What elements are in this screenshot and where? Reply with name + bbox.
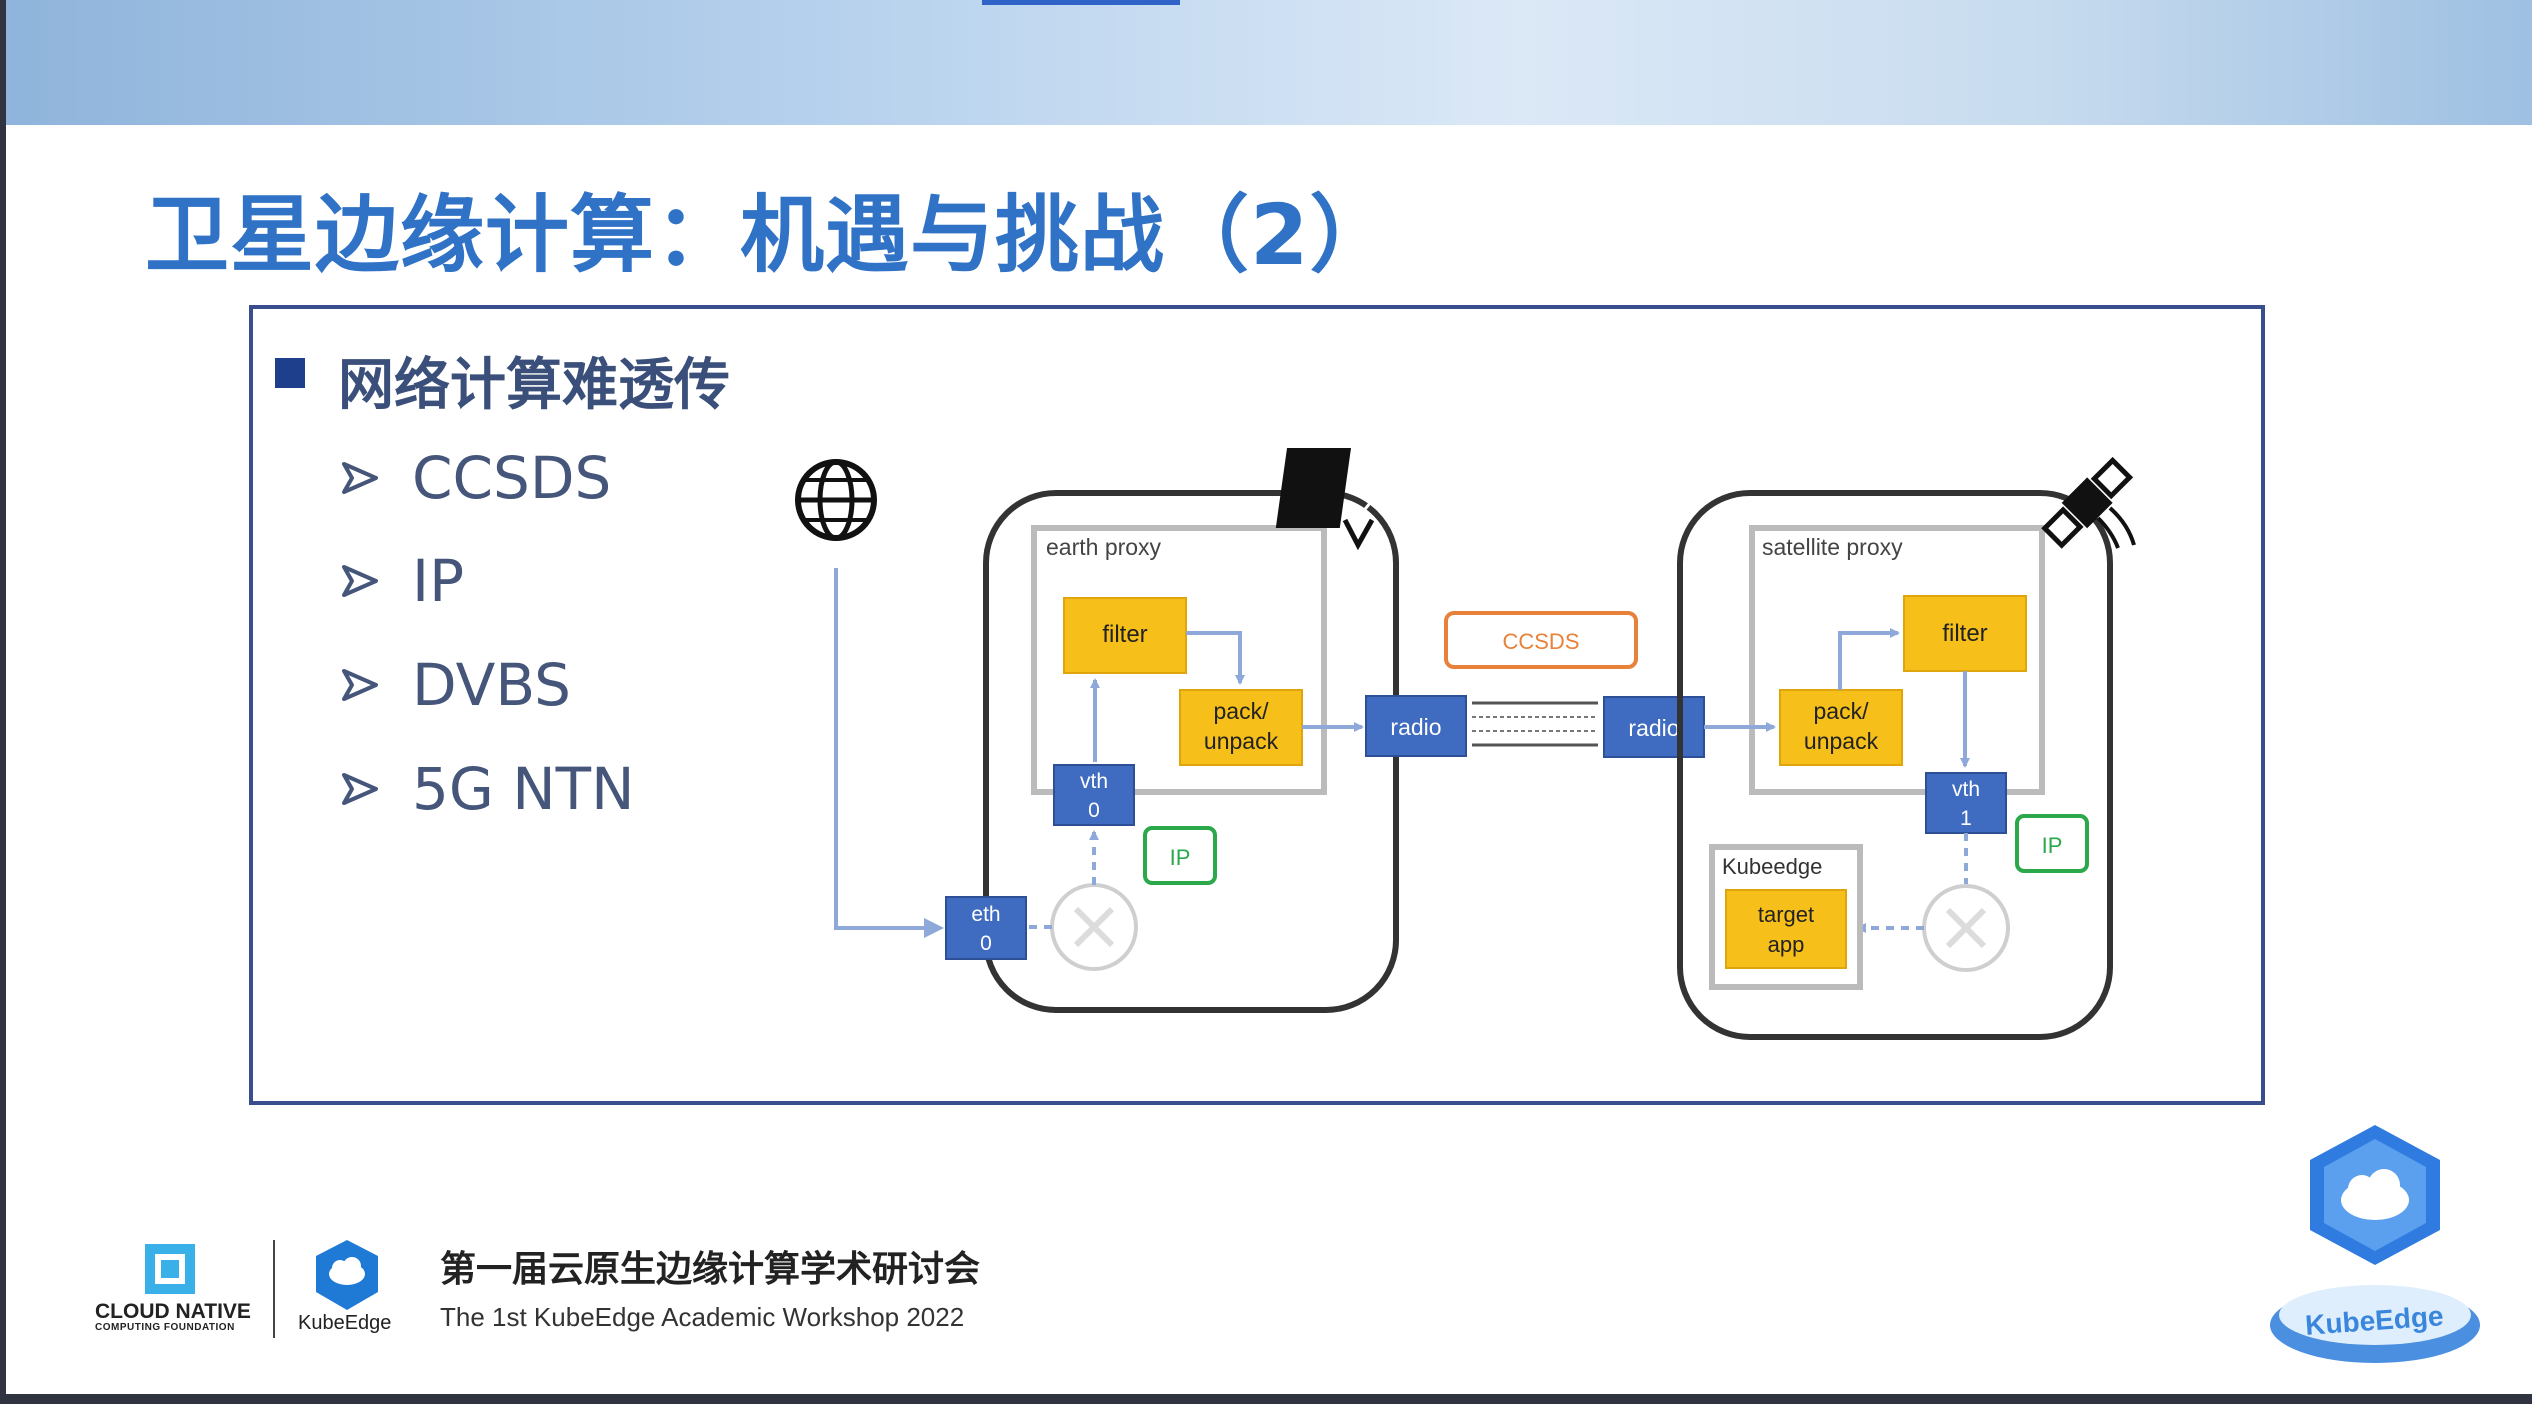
arrowhead-bullet-icon <box>342 669 378 701</box>
cncf-logo <box>145 1244 195 1294</box>
kubeedge-logo-text: KubeEdge <box>298 1312 392 1334</box>
arrowhead-bullet-icon <box>342 565 378 597</box>
list-item-label: DVBS <box>412 651 571 719</box>
kubeedge-logo <box>316 1240 378 1310</box>
list-item: DVBS <box>340 650 571 720</box>
header-banner <box>0 0 2532 125</box>
footer-cn-title: 第一届云原生边缘计算学术研讨会 <box>440 1249 981 1290</box>
kubeedge-mascot-logo: KubeEdge <box>2270 1125 2480 1363</box>
section-heading: 网络计算难透传 <box>338 353 730 418</box>
cncf-subtitle: COMPUTING FOUNDATION <box>95 1322 235 1333</box>
list-item-label: CCSDS <box>412 444 612 512</box>
list-item-label: IP <box>412 547 465 615</box>
list-item: IP <box>340 546 464 616</box>
page-title: 卫星边缘计算：机遇与挑战（2） <box>145 186 1395 284</box>
banner-tab-indicator <box>982 0 1180 5</box>
bottom-edge <box>0 1394 2532 1404</box>
footer-divider <box>273 1240 275 1338</box>
left-edge <box>0 0 6 1404</box>
arrowhead-bullet-icon <box>342 773 378 805</box>
bullet-square <box>275 358 305 388</box>
list-item: CCSDS <box>340 443 611 513</box>
arrowhead-bullet-icon <box>342 462 378 494</box>
list-item: 5G NTN <box>340 754 634 824</box>
list-item-label: 5G NTN <box>412 755 635 823</box>
cncf-title: CLOUD NATIVE <box>95 1300 251 1323</box>
content-frame <box>249 305 2265 1105</box>
footer-en-title: The 1st KubeEdge Academic Workshop 2022 <box>440 1302 965 1332</box>
